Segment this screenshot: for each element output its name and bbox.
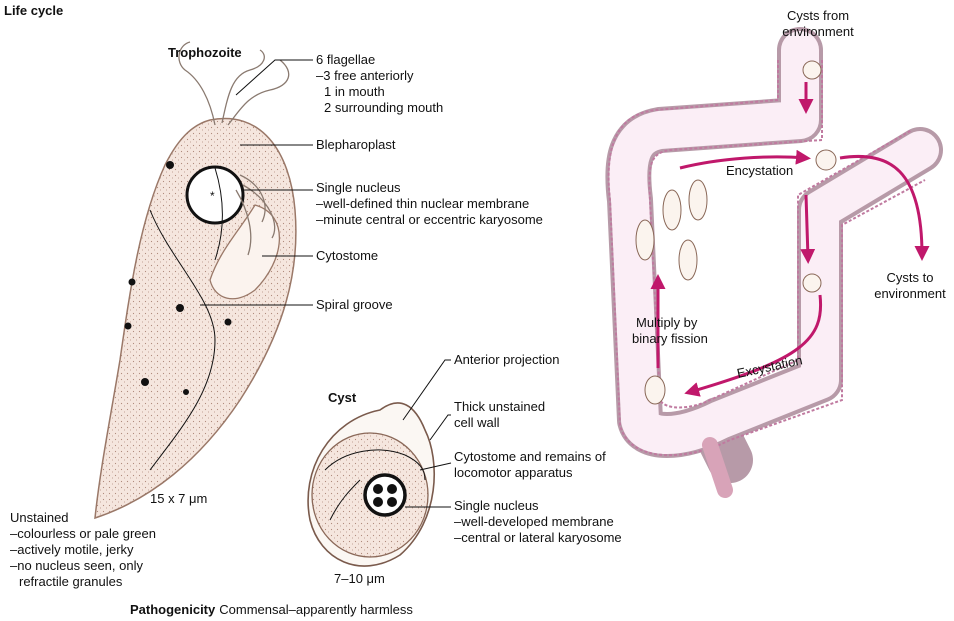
trophozoite-title: Trophozoite (168, 45, 242, 60)
cytostome-label: Cytostome (316, 248, 378, 263)
unstained-line-1: –colourless or pale green (10, 526, 156, 541)
cyst-figure (308, 403, 434, 566)
cyst-nucleus-label-2: –central or lateral karyosome (454, 530, 622, 545)
cyst-size: 7–10 μm (334, 571, 385, 586)
cyst-icon (803, 274, 821, 292)
spiral-groove-label: Spiral groove (316, 297, 393, 312)
unstained-line-3: –no nucleus seen, only (10, 558, 143, 573)
trophozoite-nucleus (187, 167, 243, 223)
flagellae-label-3: 2 surrounding mouth (324, 100, 443, 115)
flagellae-label-2: 1 in mouth (324, 84, 385, 99)
encystation-label: Encystation (726, 163, 793, 178)
granule (129, 279, 136, 286)
granule (225, 319, 232, 326)
cyst-title: Cyst (328, 390, 357, 405)
cyst-cytostome-label-0: Cytostome and remains of (454, 449, 606, 464)
cysts-to-label-1: environment (874, 286, 946, 301)
granule (141, 378, 149, 386)
anterior-projection-label: Anterior projection (454, 352, 560, 367)
flagellum (228, 60, 289, 125)
multiply-label-0: Multiply by (636, 315, 698, 330)
cyst-wall-label-0: Thick unstained (454, 399, 545, 414)
intestine (609, 50, 925, 490)
trophozoite-icon (689, 180, 707, 220)
blepharoplast-label: Blepharoplast (316, 137, 396, 152)
cyst-wall-label-1: cell wall (454, 415, 500, 430)
trophozoite-icon (636, 220, 654, 260)
granule (125, 323, 132, 330)
cysts-from-label-1: environment (782, 24, 854, 39)
granule (166, 161, 174, 169)
tropho-nucleus-label-2: –minute central or eccentric karyosome (316, 212, 543, 227)
trophozoite-icon (645, 376, 665, 404)
page-title: Life cycle (4, 3, 63, 18)
pathogenicity-label: Pathogenicity (130, 602, 216, 617)
trophozoite-figure: * (95, 42, 296, 518)
tropho-nucleus-label-1: –well-defined thin nuclear membrane (316, 196, 529, 211)
karyosome-mark: * (210, 189, 215, 203)
multiply-label-1: binary fission (632, 331, 708, 346)
trophozoite-icon (679, 240, 697, 280)
granule (183, 389, 189, 395)
trophozoite-size: 15 x 7 μm (150, 491, 207, 506)
cyst-nucleus (365, 475, 405, 515)
tropho-nucleus-label-0: Single nucleus (316, 180, 401, 195)
cyst-icon (803, 61, 821, 79)
unstained-line-4: refractile granules (19, 574, 123, 589)
cyst-nucleus-label-0: Single nucleus (454, 498, 539, 513)
flagellum (222, 50, 264, 123)
flagellae-label-0: 6 flagellae (316, 52, 375, 67)
cyst-cytostome-label-1: locomotor apparatus (454, 465, 573, 480)
flagellae-label-1: –3 free anteriorly (316, 68, 414, 83)
cyst-nucleus-label-1: –well-developed membrane (454, 514, 614, 529)
cysts-to-label-0: Cysts to (887, 270, 934, 285)
unstained-line-0: Unstained (10, 510, 69, 525)
cysts-from-label-0: Cysts from (787, 8, 849, 23)
pathogenicity-text: Commensal–apparently harmless (219, 602, 413, 617)
granule (176, 304, 184, 312)
cyst-icon (816, 150, 836, 170)
trophozoite-icon (663, 190, 681, 230)
unstained-line-2: –actively motile, jerky (10, 542, 134, 557)
